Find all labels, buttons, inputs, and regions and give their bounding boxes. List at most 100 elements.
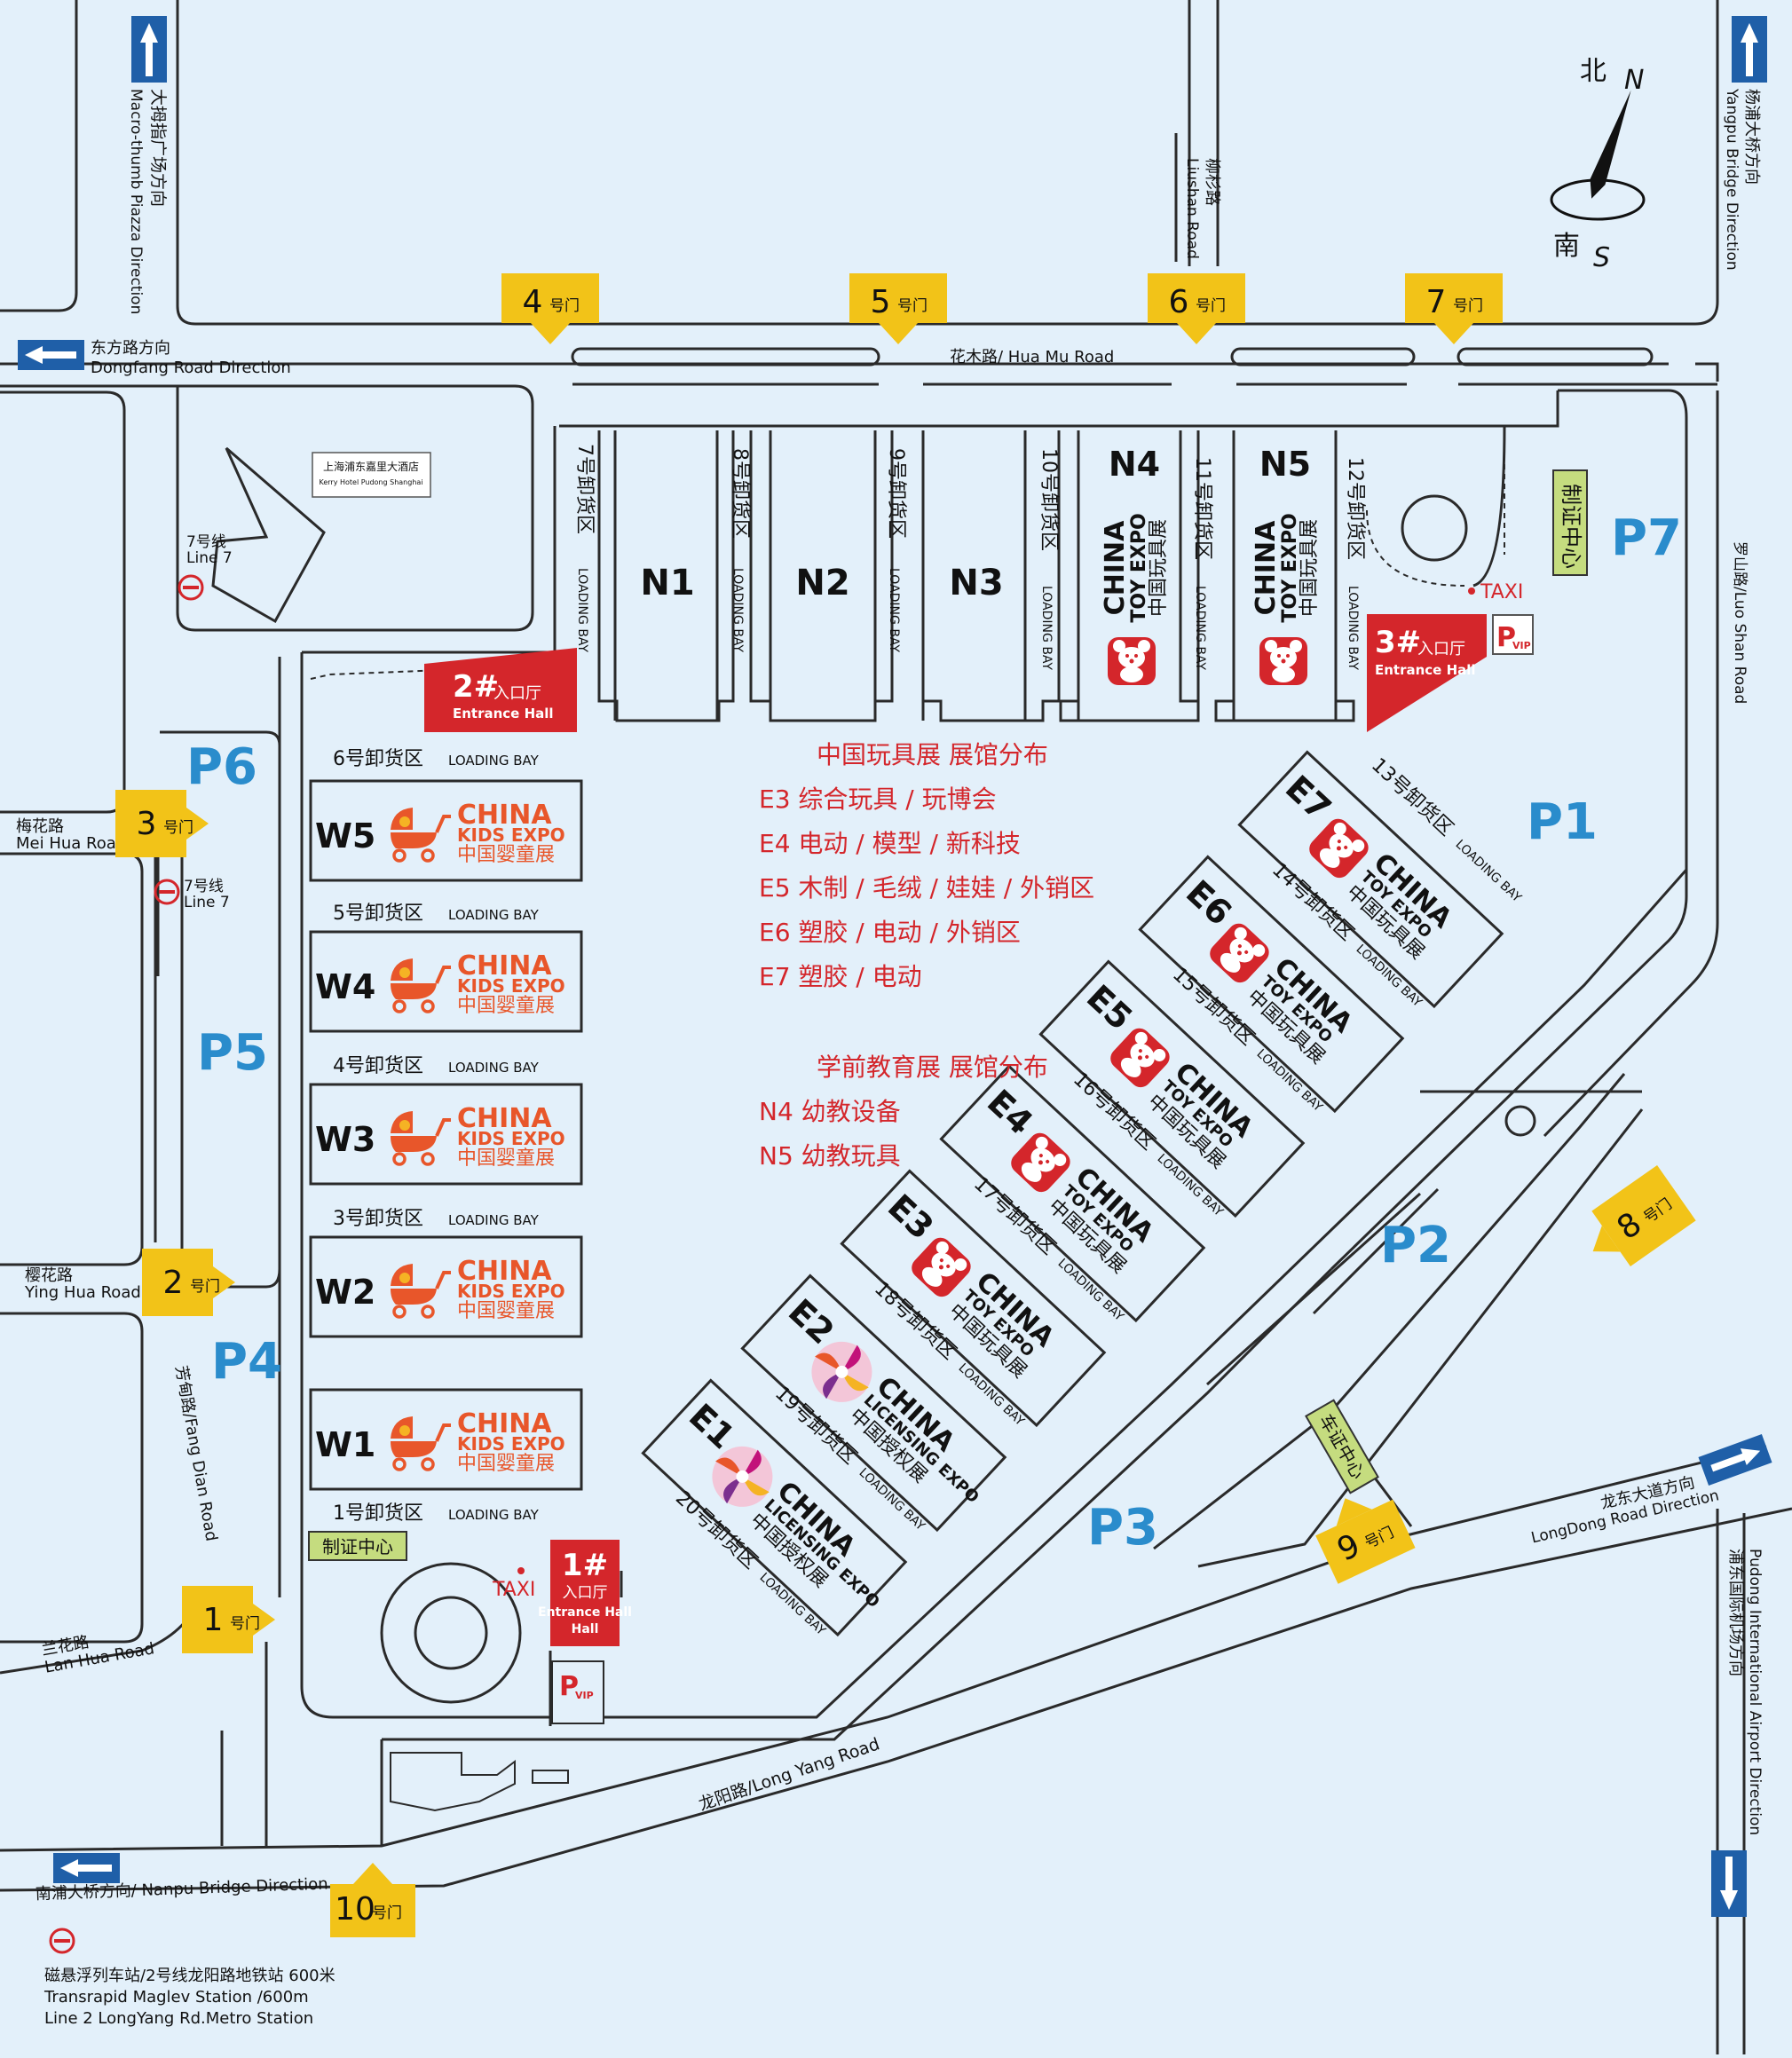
svg-text:LOADING BAY: LOADING BAY [1193,586,1207,670]
svg-text:Entrance Hall: Entrance Hall [453,706,554,721]
bear-logo [1259,637,1307,685]
taxi-south: TAXI [492,1567,535,1601]
n4-toy-expo-logo: CHINA TOY EXPO 中国玩具展 [1100,513,1170,622]
svg-text:TOY EXPO: TOY EXPO [1128,513,1150,622]
loading-bay-9: 9号卸货区 [885,448,907,539]
taxi-north: TAXI [1468,581,1523,603]
parking-p5: P5 [197,1024,268,1082]
road-dongfang-cn: 东方路方向 [91,339,170,358]
road-meihua-en: Mei Hua Road [16,834,126,853]
svg-text:KIDS EXPO: KIDS EXPO [457,1433,565,1455]
svg-text:CHINA: CHINA [457,1256,552,1287]
west-hall-area: W5 W4 W3 W2 W1 CHINA KIDS EXPO 中国婴童展 CHI… [308,748,583,1561]
loading-bay-4: 4号卸货区 [333,1055,423,1077]
metro-icon [154,879,180,905]
parking-p3: P3 [1087,1499,1158,1557]
svg-text:中国玩具展: 中国玩具展 [1148,519,1170,617]
gate-6-suffix: 号门 [1196,297,1226,315]
svg-text:CHINA: CHINA [457,950,552,982]
gate-7-suffix: 号门 [1453,297,1483,315]
parking-p7: P7 [1611,509,1682,567]
svg-text:Line 7: Line 7 [184,894,230,911]
svg-text:中国婴童展: 中国婴童展 [457,995,555,1017]
direction-arrows [18,16,1772,1917]
svg-text:7号线: 7号线 [186,533,226,551]
n5-toy-expo-logo: CHINA TOY EXPO 中国玩具展 [1251,513,1321,622]
gate-5: 5 号门 [849,273,947,344]
svg-text:制证中心: 制证中心 [1559,484,1583,569]
metro-footer: 磁悬浮列车站/2号线龙阳路地铁站 600米 Transrapid Maglev … [43,1928,336,2028]
gate-3-suffix: 号门 [163,819,193,837]
svg-text:LOADING BAY: LOADING BAY [1039,586,1054,670]
svg-text:VIP: VIP [575,1690,594,1701]
gate-6-number: 6 [1169,284,1189,320]
car-cert-center: 车证中心 [1305,1399,1379,1494]
road-meihua-cn: 梅花路 [16,817,64,836]
parking-p4: P4 [211,1333,282,1391]
compass-south-en: S [1593,242,1610,273]
svg-text:VIP: VIP [1512,640,1531,651]
loading-bay-8: 8号卸货区 [729,448,751,539]
road-yinghua-cn: 樱花路 [25,1266,73,1285]
loading-bay-10: 10号卸货区 [1038,448,1060,551]
hotel-name-en: Kerry Hotel Pudong Shanghai [319,478,422,486]
legend-toy-item-1: E3 综合玩具 / 玩博会 [759,785,997,814]
gate-3-number: 3 [137,806,157,842]
legend-edu-item-1: N4 幼教设备 [759,1097,901,1126]
loading-bay-12: 12号卸货区 [1344,457,1366,560]
gate-4-suffix: 号门 [549,297,580,315]
entrance-hall-1: 1# 入口厅 Entrance Hall Hall [538,1540,632,1646]
svg-text:CHINA: CHINA [457,1103,552,1134]
svg-text:CHINA: CHINA [457,800,552,831]
road-pudong-airport-cn: 浦东国际机场方向 [1726,1549,1745,1676]
legend-toy-item-3: E5 木制 / 毛绒 / 娃娃 / 外销区 [759,873,1094,903]
hall-n3: N3 [949,563,1003,603]
road-yangpu-cn: 杨浦大桥方向 [1742,89,1761,185]
gate-10-number: 10 [335,1891,375,1928]
legend-toy-item-5: E7 塑胶 / 电动 [759,962,922,991]
legend-toy-title: 中国玩具展 展馆分布 [817,740,1048,769]
svg-text:1#: 1# [562,1548,608,1583]
loading-bay-3: 3号卸货区 [333,1208,423,1230]
svg-text:CHINA: CHINA [1251,520,1282,615]
gate-3: 3 号门 [115,790,209,857]
svg-text:P: P [1496,622,1516,653]
road-luoshan: 罗山路/Luo Shan Road [1731,541,1749,704]
gate-7: 7 号门 [1405,273,1503,344]
parking-p1: P1 [1527,793,1598,851]
svg-text:TAXI: TAXI [492,1579,535,1601]
metro-line7-north: 7号线 Line 7 [178,533,233,601]
compass-north-cn: 北 [1580,56,1606,87]
svg-text:入口厅: 入口厅 [563,1584,608,1602]
gate-1-suffix: 号门 [230,1615,260,1633]
svg-text:KIDS EXPO: KIDS EXPO [457,1128,565,1149]
cert-center-north: 制证中心 [1552,469,1588,576]
hall-legend: 中国玩具展 展馆分布 E3 综合玩具 / 玩博会 E4 电动 / 模型 / 新科… [759,740,1094,1171]
venue-outline [300,390,1688,1812]
svg-text:3#: 3# [1375,625,1421,660]
svg-text:中国婴童展: 中国婴童展 [457,1453,555,1475]
svg-text:LOADING BAY: LOADING BAY [448,907,540,923]
gate-5-suffix: 号门 [897,297,928,315]
gate-5-number: 5 [871,284,891,320]
svg-text:TOY EXPO: TOY EXPO [1279,513,1301,622]
gate-7-number: 7 [1426,284,1447,320]
metro-icon [178,574,204,601]
gate-2-suffix: 号门 [190,1278,220,1296]
metro-footer-line-3: Line 2 LongYang Rd.Metro Station [44,2009,313,2028]
svg-text:Entrance Hall: Entrance Hall [538,1605,632,1620]
svg-text:Hall: Hall [572,1622,599,1636]
svg-text:LOADING BAY: LOADING BAY [448,1060,540,1076]
road-macro-thumb-en: Macro-thumb Piazza Direction [127,89,145,314]
kerry-hotel: 上海浦东嘉里大酒店 Kerry Hotel Pudong Shanghai [211,446,431,624]
